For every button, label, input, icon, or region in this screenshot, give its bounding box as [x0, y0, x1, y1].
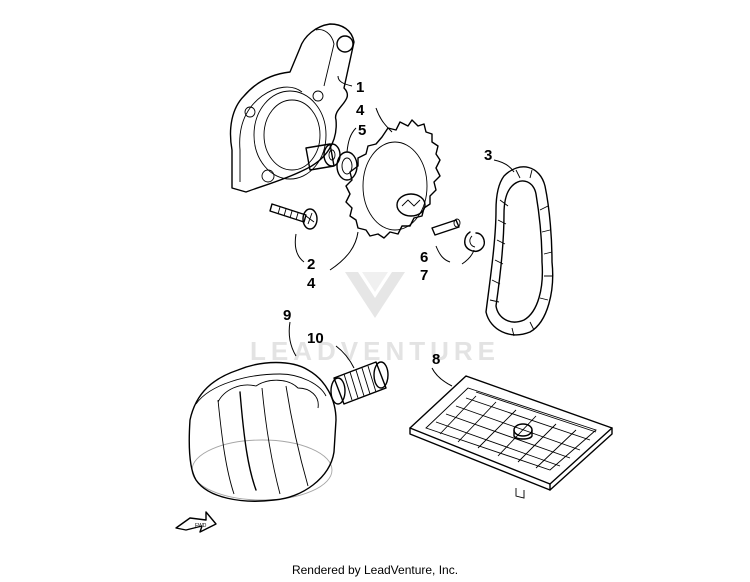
sprocket: [345, 119, 441, 239]
callout-1: 1: [356, 79, 364, 96]
bolt: [269, 203, 318, 230]
oil-pump: [229, 23, 355, 193]
callout-4-upper: 4: [356, 102, 365, 119]
pin: [431, 218, 461, 236]
callout-3: 3: [484, 147, 492, 164]
fwd-arrow-icon: FWD: [175, 511, 217, 533]
leadventure-watermark: LEADVENTURE: [250, 272, 500, 366]
callout-10: 10: [307, 330, 324, 347]
callout-4-lower: 4: [307, 275, 316, 292]
callout-5: 5: [358, 122, 366, 139]
oil-filter: [188, 361, 337, 502]
chain: [485, 166, 554, 337]
callout-7: 7: [420, 267, 428, 284]
oil-screen: [409, 375, 613, 499]
fwd-label: FWD: [195, 523, 207, 529]
watermark-text: LEADVENTURE: [250, 336, 500, 366]
callout-8: 8: [432, 351, 440, 368]
washer: [336, 151, 358, 181]
fitting: [330, 361, 389, 405]
callout-2: 2: [307, 256, 315, 273]
callout-6: 6: [420, 249, 428, 266]
snap-ring: [464, 231, 485, 252]
footer-credit: Rendered by LeadVenture, Inc.: [291, 563, 459, 577]
leader-lines: [288, 75, 515, 387]
callout-9: 9: [283, 307, 291, 324]
